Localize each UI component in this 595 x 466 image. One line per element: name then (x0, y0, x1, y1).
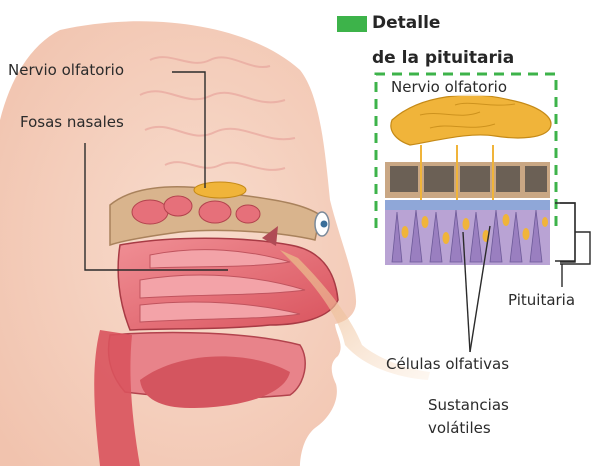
label-pituitary: Pituitaria (508, 292, 575, 309)
nasal-turbinates (140, 250, 305, 322)
label-nasal-cavities: Fosas nasales (20, 114, 124, 131)
iris (321, 221, 328, 228)
inset-title-line-2: de la pituitaria (372, 48, 514, 68)
inset-nerve (391, 95, 551, 145)
label-volatile-substances-line-2: volátiles (428, 420, 491, 437)
label-volatile-substances-line-1: Sustancias (428, 397, 509, 414)
inset-detail (385, 95, 551, 265)
label-inset-olfactory-nerve: Nervio olfatorio (389, 79, 509, 96)
label-olfactory-cells: Células olfativas (386, 356, 509, 373)
label-olfactory-nerve: Nervio olfatorio (8, 62, 124, 79)
title-swatch (337, 16, 367, 32)
inset-title-line-1: Detalle (372, 13, 440, 33)
olfactory-bulb (194, 182, 246, 198)
